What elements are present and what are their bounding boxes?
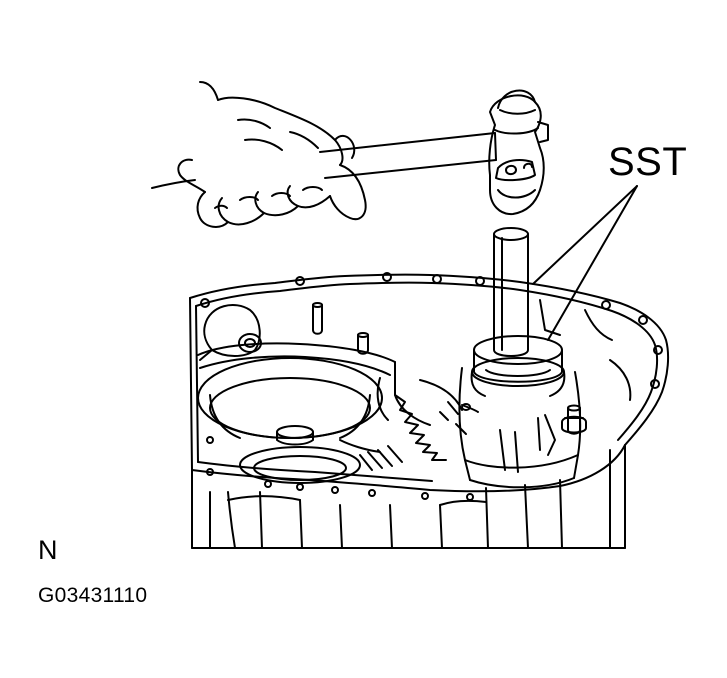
sst-leader-lines <box>532 185 638 341</box>
figure-id-label: G03431110 <box>38 584 148 607</box>
hammer-icon <box>319 89 549 216</box>
sst-callout-label: SST <box>608 140 688 184</box>
view-code-label: N <box>38 535 58 565</box>
special-service-tool-icon <box>470 227 566 397</box>
transmission-case-icon <box>189 272 670 549</box>
hand-icon <box>151 81 367 228</box>
